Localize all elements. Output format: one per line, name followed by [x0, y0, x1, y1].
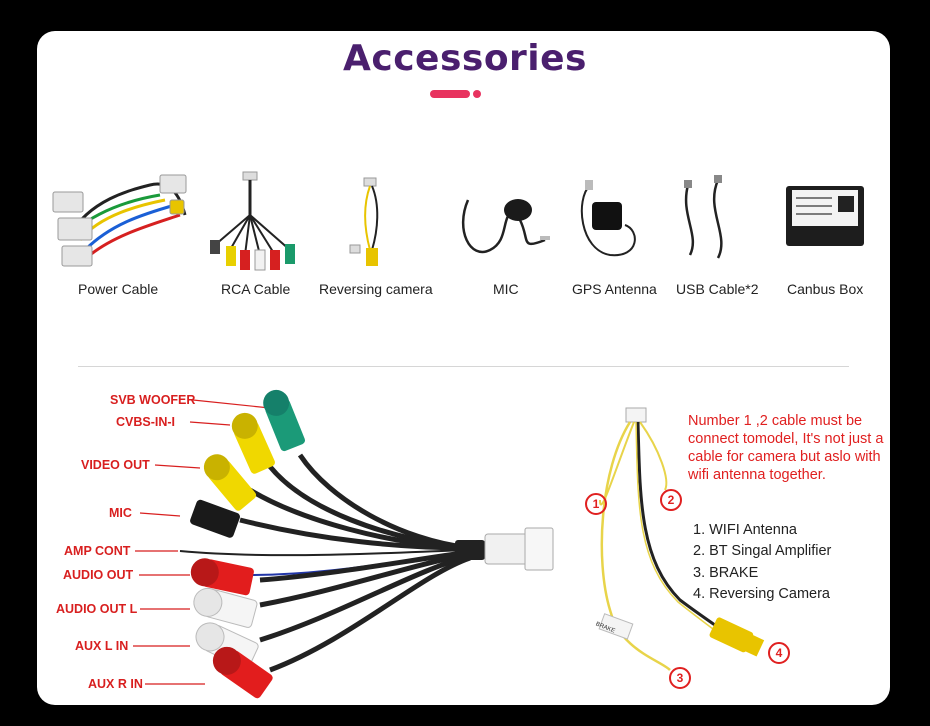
section-divider: [78, 366, 849, 367]
function-list: 1. WIFI Antenna 2. BT Singal Amplifier 3…: [693, 520, 831, 605]
label-video-out: VIDEO OUT: [81, 458, 150, 472]
label-audio-out: AUDIO OUT: [63, 568, 134, 582]
label-mic: MIC: [109, 506, 132, 520]
product-label-rca-cable: RCA Cable: [221, 281, 291, 297]
marker-4: 4: [768, 642, 790, 664]
product-label-gps-antenna: GPS Antenna: [572, 281, 657, 297]
usb-cable-image: [684, 175, 723, 259]
marker-3: 3: [669, 667, 691, 689]
label-audio-out-l: AUDIO OUT L: [56, 602, 138, 616]
function-item: 1. WIFI Antenna: [693, 522, 797, 538]
power-cable-image: [52, 174, 187, 267]
camera-cable-image: [598, 407, 765, 671]
marker-1: 1: [585, 493, 607, 515]
label-cvbs-in: CVBS-IN-I: [116, 415, 176, 429]
product-label-power-cable: Power Cable: [78, 281, 159, 297]
accessories-card: [37, 31, 890, 705]
product-label-canbus-box: Canbus Box: [787, 281, 864, 297]
camera-cable-note: Number 1 ,2 cable must be connect tomode…: [688, 413, 884, 483]
label-svb-woofer: SVB WOOFER: [110, 393, 196, 407]
product-label-mic: MIC: [493, 281, 519, 297]
gps-antenna-image: [580, 180, 636, 257]
canbus-box-image: [786, 186, 864, 246]
function-item: 2. BT Singal Amplifier: [693, 543, 832, 560]
rca-harness-image: [133, 389, 554, 699]
label-aux-l-in: AUX L IN: [75, 639, 129, 653]
title-underline-dot: [473, 90, 481, 98]
rca-cable-image: [210, 171, 295, 271]
title-underline: [430, 90, 470, 98]
product-label-usb-cable: USB Cable*2: [676, 281, 759, 297]
label-aux-r-in: AUX R IN: [88, 677, 143, 691]
page-title: Accessories: [343, 38, 587, 79]
reversing-camera-image: [349, 177, 379, 266]
function-item: 3. BRAKE: [693, 564, 759, 581]
function-item: 4. Reversing Camera: [693, 585, 830, 602]
label-amp-cont: AMP CONT: [64, 544, 131, 558]
product-label-reversing-camera: Reversing camera: [319, 281, 433, 297]
mic-image: [461, 199, 550, 254]
marker-2: 2: [660, 489, 682, 511]
